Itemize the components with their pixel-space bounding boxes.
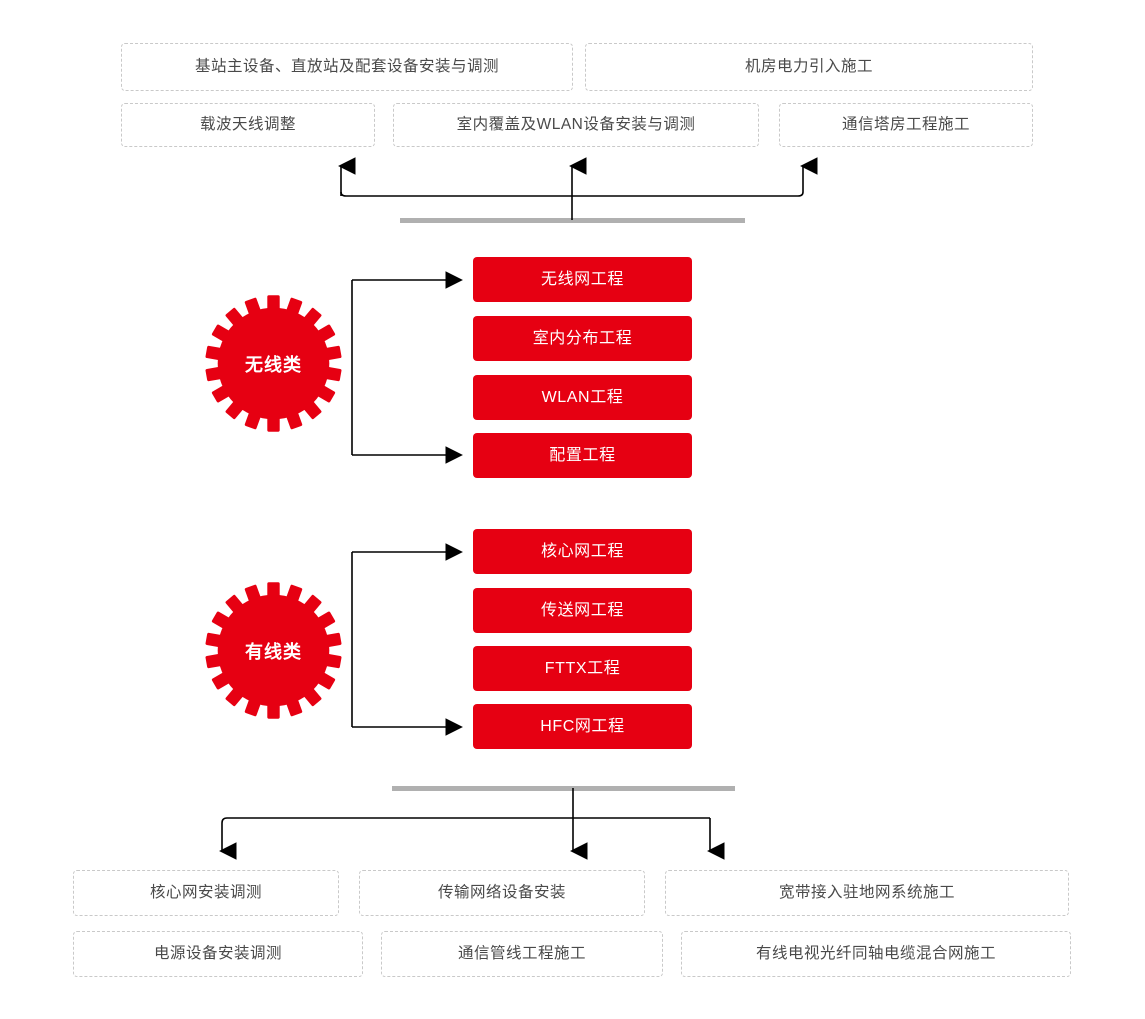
top-divider-bar [400, 218, 745, 223]
gear-icon [205, 582, 342, 719]
wireless-item-label: 无线网工程 [540, 270, 624, 288]
wireless-item-box-3[interactable]: WLAN工程 [473, 375, 692, 420]
wireless-item-box-2[interactable]: 室内分布工程 [473, 316, 692, 361]
wired-item-label: 核心网工程 [540, 542, 624, 560]
wired-connector-group [351, 543, 463, 736]
bottom-left-elbow [221, 817, 228, 824]
top-right-elbow [797, 191, 804, 197]
top-output-box-3: 载波天线调整 [121, 103, 375, 147]
bottom-output-box-2: 传输网络设备安装 [359, 870, 645, 916]
wired-item-box-4[interactable]: HFC网工程 [473, 704, 692, 749]
wireless-item-label: 室内分布工程 [532, 329, 633, 347]
top-output-label: 机房电力引入施工 [744, 57, 873, 75]
top-output-label: 基站主设备、直放站及配套设备安装与调测 [194, 57, 499, 75]
top-left-elbow-2 [340, 191, 347, 197]
bottom-divider-bar [392, 786, 735, 791]
bottom-output-label: 宽带接入驻地网系统施工 [778, 883, 955, 901]
wireless-item-box-4[interactable]: 配置工程 [473, 433, 692, 478]
bottom-output-label: 有线电视光纤同轴电缆混合网施工 [755, 944, 996, 962]
wired-item-box-1[interactable]: 核心网工程 [473, 529, 692, 574]
top-output-box-1: 基站主设备、直放站及配套设备安装与调测 [121, 43, 573, 91]
bottom-output-box-5: 通信管线工程施工 [381, 931, 663, 977]
top-connector-group [338, 157, 818, 220]
wired-item-label: 传送网工程 [540, 601, 624, 619]
top-output-box-2: 机房电力引入施工 [585, 43, 1033, 91]
wireless-item-label: 配置工程 [549, 446, 616, 464]
top-output-box-4: 室内覆盖及WLAN设备安装与调测 [393, 103, 759, 147]
bottom-output-box-4: 电源设备安装调测 [73, 931, 363, 977]
bottom-output-box-1: 核心网安装调测 [73, 870, 339, 916]
wireless-item-label: WLAN工程 [541, 388, 624, 406]
wired-item-box-3[interactable]: FTTX工程 [473, 646, 692, 691]
bottom-output-box-6: 有线电视光纤同轴电缆混合网施工 [681, 931, 1071, 977]
bottom-output-label: 电源设备安装调测 [153, 944, 282, 962]
wired-gear: 有线类 [196, 573, 351, 728]
wired-item-label: FTTX工程 [544, 659, 621, 677]
wired-item-label: HFC网工程 [540, 717, 625, 735]
bottom-output-label: 通信管线工程施工 [457, 944, 586, 962]
gear-icon [205, 295, 342, 432]
top-output-label: 载波天线调整 [199, 115, 296, 133]
wireless-connector-group [351, 271, 463, 464]
wired-item-box-2[interactable]: 传送网工程 [473, 588, 692, 633]
bottom-output-label: 核心网安装调测 [149, 883, 262, 901]
bottom-output-label: 传输网络设备安装 [437, 883, 566, 901]
top-output-label: 通信塔房工程施工 [841, 115, 970, 133]
top-output-box-5: 通信塔房工程施工 [779, 103, 1033, 147]
top-output-label: 室内覆盖及WLAN设备安装与调测 [456, 115, 696, 133]
wireless-gear: 无线类 [196, 286, 351, 441]
bottom-connector-group [219, 788, 725, 860]
wireless-item-box-1[interactable]: 无线网工程 [473, 257, 692, 302]
bottom-output-box-3: 宽带接入驻地网系统施工 [665, 870, 1069, 916]
